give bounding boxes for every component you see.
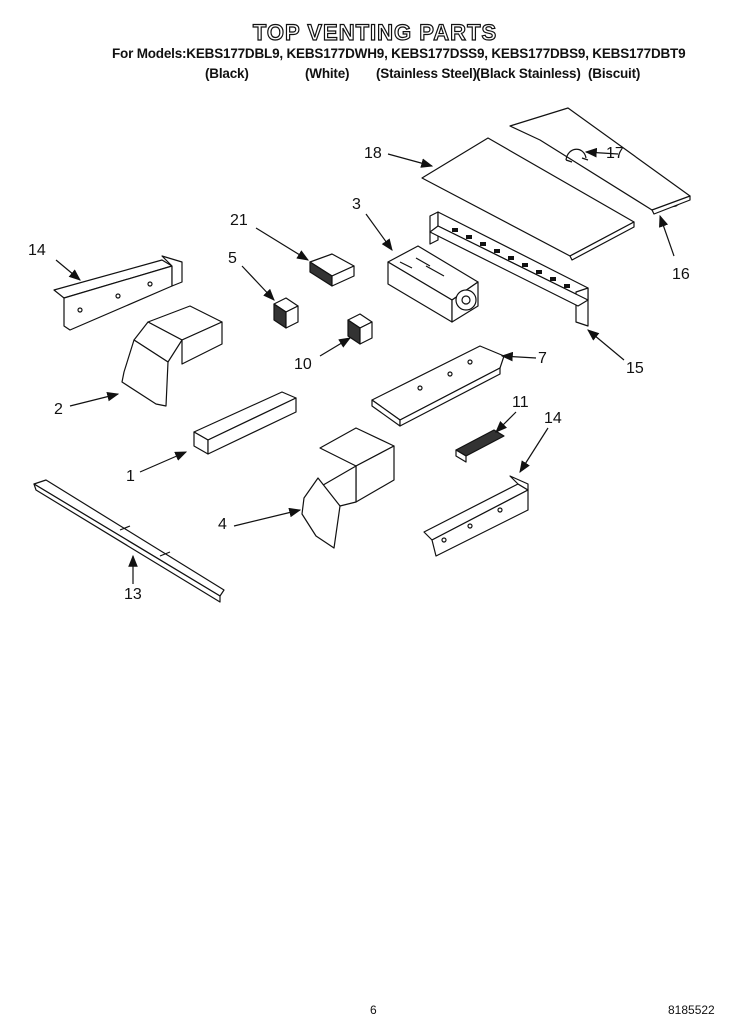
part-1-channel bbox=[193, 391, 297, 455]
callout-2: 2 bbox=[54, 401, 63, 418]
part-5-switch bbox=[273, 297, 299, 329]
part-10-switch bbox=[347, 313, 373, 345]
part-7-tray bbox=[371, 345, 505, 427]
model-list: For Models:KEBS177DBL9, KEBS177DWH9, KEB… bbox=[112, 46, 686, 61]
callout-15: 15 bbox=[626, 360, 644, 377]
part-14-bracket-upper bbox=[53, 255, 183, 331]
callout-21: 21 bbox=[230, 212, 248, 229]
part-15-holes bbox=[452, 228, 570, 288]
part-11-terminal bbox=[455, 429, 505, 463]
color-black-stainless: (Black Stainless) bbox=[476, 66, 581, 81]
callout-10: 10 bbox=[294, 356, 312, 373]
part-18-shield bbox=[421, 137, 635, 261]
color-white: (White) bbox=[305, 66, 350, 81]
callout-18: 18 bbox=[364, 145, 382, 162]
callout-13: 13 bbox=[124, 586, 142, 603]
part-13-rail bbox=[33, 479, 225, 603]
callout-14-lower: 14 bbox=[544, 410, 562, 427]
page-title: TOP VENTING PARTS bbox=[252, 19, 498, 45]
callout-17: 17 bbox=[606, 145, 624, 162]
leader-lines bbox=[55, 147, 675, 584]
callout-5: 5 bbox=[228, 250, 237, 267]
color-biscuit: (Biscuit) bbox=[588, 66, 641, 81]
callout-4: 4 bbox=[218, 516, 227, 533]
part-14-bracket-lower bbox=[423, 475, 529, 557]
part-3-blower bbox=[387, 245, 479, 323]
callout-16: 16 bbox=[672, 266, 690, 283]
callout-3: 3 bbox=[352, 196, 361, 213]
callout-7: 7 bbox=[538, 350, 547, 367]
color-black: (Black) bbox=[205, 66, 249, 81]
callout-11: 11 bbox=[512, 394, 529, 411]
part-2-duct bbox=[121, 305, 223, 407]
page-number: 6 bbox=[370, 1003, 377, 1017]
color-stainless: (Stainless Steel) bbox=[376, 66, 477, 81]
callout-14-upper: 14 bbox=[28, 242, 46, 259]
part-4-duct bbox=[301, 427, 395, 549]
part-16-panel bbox=[509, 107, 691, 215]
callout-1: 1 bbox=[126, 468, 135, 485]
part-21-block bbox=[309, 253, 355, 287]
document-number: 8185522 bbox=[668, 1003, 715, 1017]
